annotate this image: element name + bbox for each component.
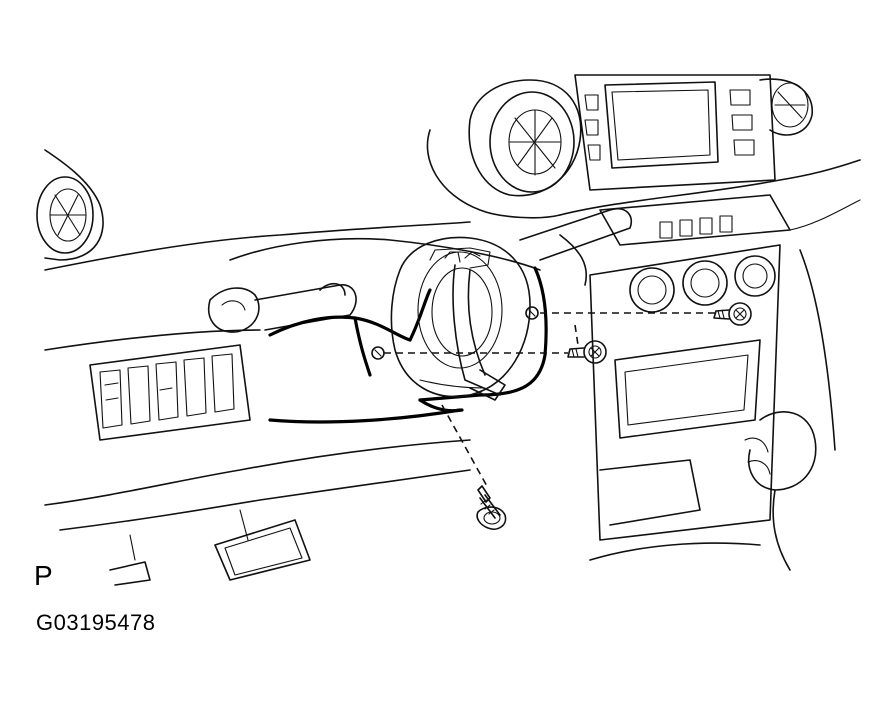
shift-knob: [744, 411, 817, 571]
center-display: [574, 74, 776, 191]
column-cover-assembly: [208, 208, 632, 333]
right-air-vent: [759, 78, 813, 136]
left-air-vent: [36, 149, 104, 261]
view-marker: P: [34, 560, 53, 591]
center-air-vent: [468, 79, 582, 197]
center-console: [589, 244, 781, 561]
screw-center: [567, 340, 607, 364]
screw-bottom: [476, 485, 507, 530]
lower-switch-panel: [89, 344, 251, 441]
spiral-cable: [390, 236, 531, 401]
screw-hole-left: [371, 346, 385, 360]
steering-column-cover: [268, 266, 548, 424]
screw-hole-right: [525, 306, 539, 320]
pedals: [109, 509, 311, 586]
dashboard-outline: [44, 129, 861, 531]
screw-right: [713, 302, 752, 326]
figure-id: G03195478: [36, 610, 156, 635]
assembly-lines: [384, 312, 716, 489]
